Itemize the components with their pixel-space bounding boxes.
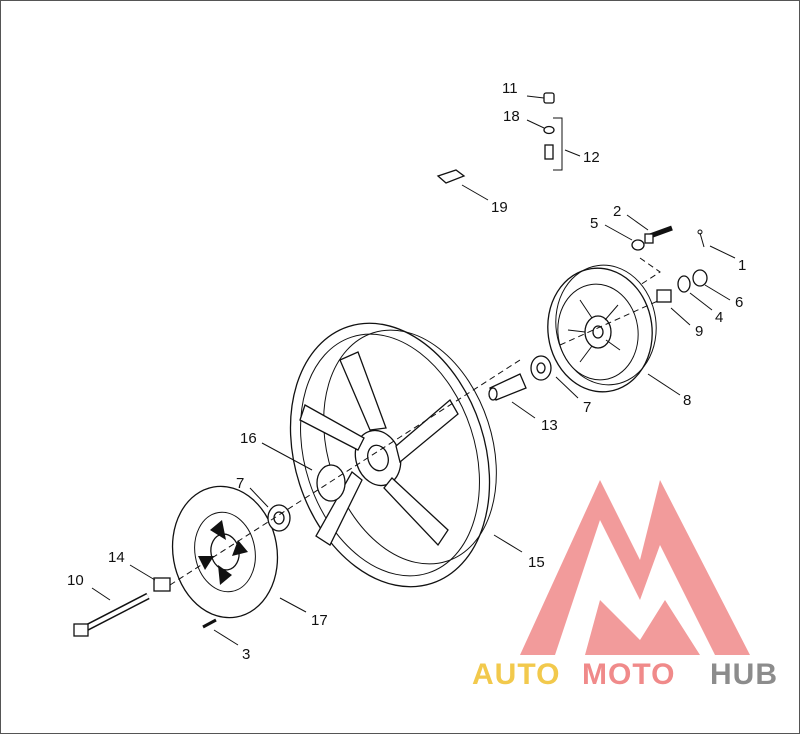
callout-3: 3 [242, 646, 250, 663]
pulley [547, 264, 657, 393]
callout-15: 15 [528, 554, 545, 571]
callout-19: 19 [491, 199, 508, 216]
hardware-parts [73, 92, 708, 637]
callout-14: 14 [108, 549, 125, 566]
callout-7-right: 7 [583, 399, 591, 416]
callout-16: 16 [240, 430, 257, 447]
callout-7-left: 7 [236, 475, 244, 492]
callout-4: 4 [715, 309, 723, 326]
assembly-lines [169, 117, 661, 586]
callout-9: 9 [695, 323, 703, 340]
watermark-text: AUTO MOTO HUB [472, 658, 778, 691]
leader-lines [91, 95, 736, 646]
callout-18: 18 [503, 108, 520, 125]
watermark-logo [520, 480, 750, 655]
watermark-auto: AUTO [472, 658, 560, 691]
watermark-moto: MOTO [582, 658, 675, 691]
callout-10: 10 [67, 572, 84, 589]
callouts: 11 18 12 19 2 5 1 6 4 9 7 8 13 16 7 15 1… [67, 80, 746, 663]
brake-disc [171, 485, 279, 619]
callout-1: 1 [738, 257, 746, 274]
callout-17: 17 [311, 612, 328, 629]
callout-2: 2 [613, 203, 621, 220]
callout-13: 13 [541, 417, 558, 434]
callout-11: 11 [502, 80, 518, 97]
watermark-hub: HUB [710, 658, 778, 691]
callout-6: 6 [735, 294, 743, 311]
callout-12: 12 [583, 149, 600, 166]
callout-8: 8 [683, 392, 691, 409]
callout-5: 5 [590, 215, 598, 232]
